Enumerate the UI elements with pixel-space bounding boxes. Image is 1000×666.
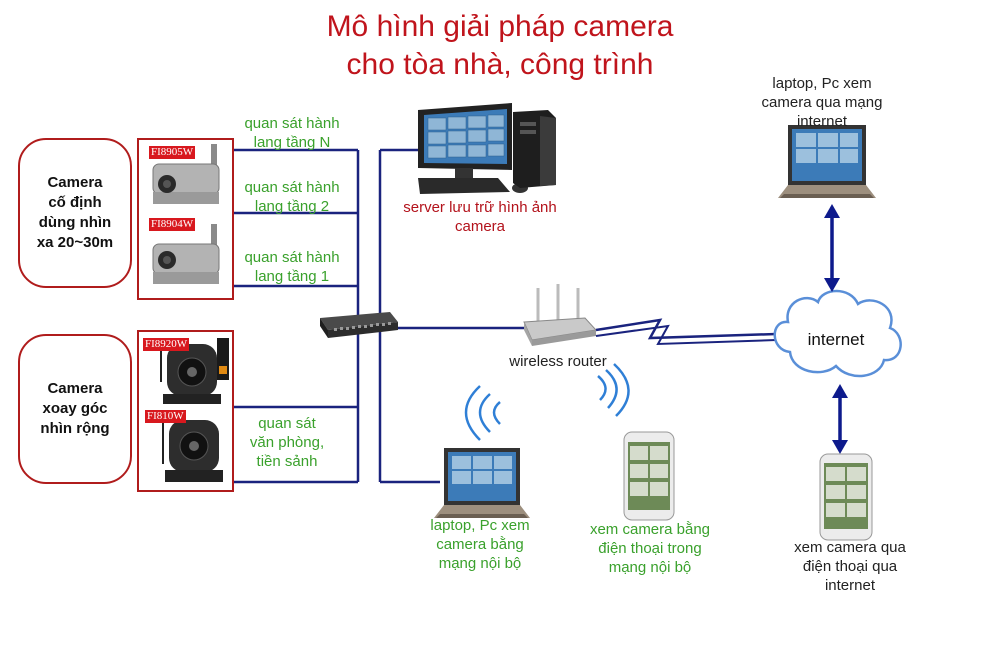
remote-phone [819, 453, 873, 541]
internet-arrows [824, 204, 848, 454]
zone-label-floor-n: quan sát hành lang tầng N [244, 115, 340, 151]
zone-label-floor-2: quan sát hành lang tầng 2 [244, 179, 340, 215]
ptz-group-line3: nhìn rộng [40, 420, 110, 437]
local-phone-label: xem camera bằng điện thoại trong mạng nộ… [589, 521, 711, 576]
local-phone [623, 431, 675, 521]
ptz-camera-group-box: Camera xoay góc nhìn rộng [18, 334, 132, 484]
remote-phone-label: xem camera qua điện thoại qua internet [794, 539, 906, 594]
fixed-group-line1: Camera [47, 174, 103, 191]
camera-model-tag: FI8904W [149, 218, 196, 231]
wan-link-lightning [595, 318, 777, 340]
local-laptop [434, 448, 530, 518]
page-title-line2: cho tòa nhà, công trình [346, 48, 654, 81]
local-laptop-label: laptop, Pc xem camera bằng mạng nội bộ [430, 517, 530, 572]
fixed-camera-group-box: Camera cố định dùng nhìn xa 20~30m [18, 138, 132, 288]
internet-label: internet [807, 330, 865, 349]
fixed-group-line2: cố định [48, 194, 102, 211]
ptz-camera-frame: FI8920W FI810W [137, 330, 234, 492]
camera-model-tag: FI8920W [143, 338, 190, 351]
zone-label-floor-1: quan sát hành lang tầng 1 [244, 249, 340, 285]
zone-label-office: quan sát văn phòng, tiền sảnh [249, 415, 325, 470]
wifi-signal-waves [464, 363, 630, 441]
fixed-camera-icons [152, 144, 220, 284]
server-computer [418, 103, 556, 194]
fixed-group-line3: dùng nhìn [38, 214, 112, 231]
remote-laptop-label: laptop, Pc xem camera qua mạng internet [761, 75, 883, 130]
page-title-line1: Mô hình giải pháp camera [326, 10, 674, 43]
internet-cloud [773, 289, 902, 378]
camera-mount [211, 144, 217, 168]
server-label: server lưu trữ hình ảnh camera [403, 199, 557, 235]
fixed-group-line4: xa 20~30m [36, 234, 114, 251]
ptz-group-line1: Camera [47, 380, 103, 397]
remote-laptop [778, 125, 876, 198]
wireless-router [523, 284, 597, 346]
network-switch [320, 312, 398, 338]
camera-model-tag: FI810W [145, 410, 186, 423]
fixed-camera-frame: FI8905W FI8904W [137, 138, 234, 300]
ptz-group-line2: xoay góc [42, 400, 108, 417]
camera-model-tag: FI8905W [149, 146, 196, 159]
router-label: wireless router [509, 353, 607, 370]
